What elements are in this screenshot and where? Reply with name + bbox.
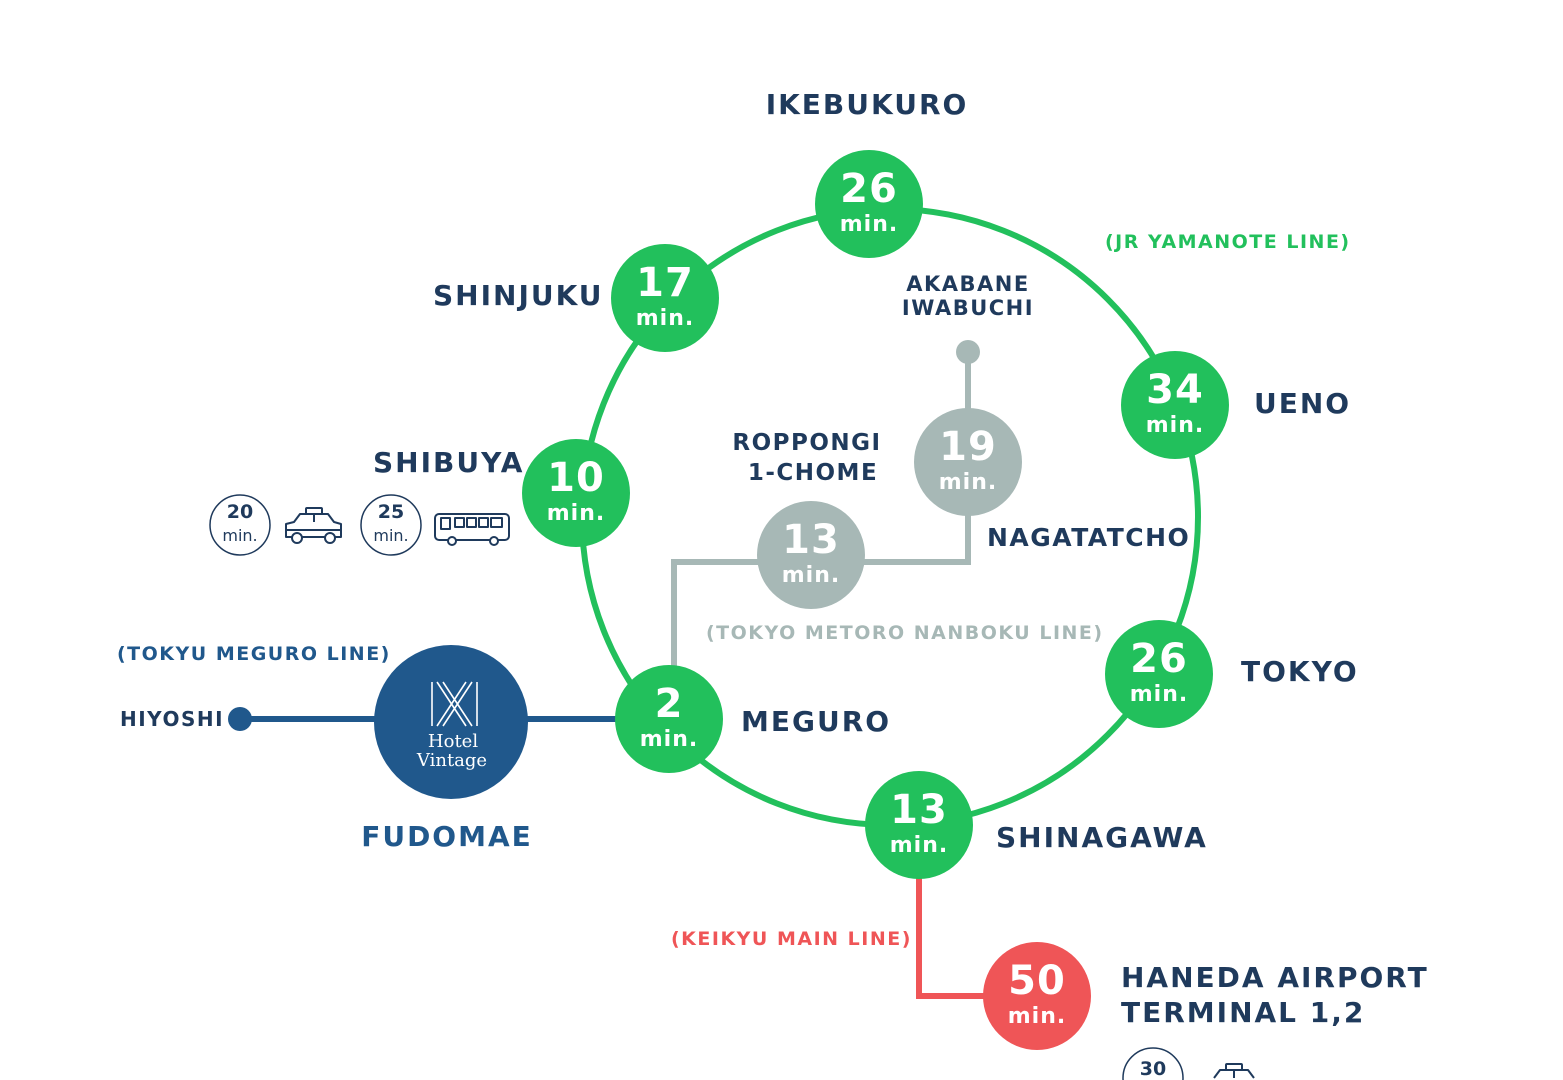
time-value-roppongi: 13 [782, 517, 840, 563]
time-value-nagatatcho: 19 [939, 424, 997, 470]
time-unit-shibuya: min. [547, 501, 605, 526]
shibuya-bus-time-badge: 25 min. [360, 494, 422, 556]
hotel-emblem-icon [431, 681, 478, 727]
station-label-roppongi-line1: ROPPONGI [732, 430, 881, 456]
time-unit-shinjuku: min. [636, 306, 694, 331]
station-roppongi[interactable]: 13 min. [757, 501, 865, 609]
time-badge-shinagawa [865, 771, 973, 879]
shibuya-bus-unit: min. [373, 526, 408, 545]
time-value-ueno: 34 [1146, 367, 1204, 413]
nanboku-line-label: (TOKYO METORO NANBOKU LINE) [706, 622, 1104, 644]
time-unit-ueno: min. [1146, 413, 1204, 438]
station-shibuya[interactable]: 10 min. [522, 439, 630, 547]
station-haneda[interactable]: 50 min. [983, 942, 1091, 1050]
time-unit-tokyo: min. [1130, 682, 1188, 707]
time-badge-meguro [615, 665, 723, 773]
time-value-shinagawa: 13 [890, 787, 948, 833]
bus-icon [434, 513, 510, 546]
station-label-ueno: UENO [1254, 387, 1351, 420]
hotel-name-line2: Vintage [416, 750, 487, 771]
taxi-icon [1213, 1063, 1255, 1079]
haneda-taxi-time: 30 [1140, 1058, 1166, 1080]
station-label-shinagawa: SHINAGAWA [996, 821, 1208, 854]
time-unit-roppongi: min. [782, 563, 840, 588]
time-badge-shibuya [522, 439, 630, 547]
time-badge-ueno [1121, 351, 1229, 459]
station-nagatatcho[interactable]: 19 min. [914, 408, 1022, 516]
time-value-tokyo: 26 [1130, 636, 1188, 682]
station-label-fudomae: FUDOMAE [361, 820, 533, 853]
station-label-meguro: MEGURO [741, 705, 891, 738]
haneda-taxi-time-badge: 30 [1122, 1047, 1184, 1080]
shibuya-bus-time: 25 [378, 501, 404, 523]
time-value-shibuya: 10 [547, 455, 605, 501]
station-label-akabane-line1: AKABANE [906, 272, 1029, 296]
station-label-shinjuku: SHINJUKU [433, 279, 604, 312]
time-unit-shinagawa: min. [890, 833, 948, 858]
time-value-haneda: 50 [1008, 958, 1066, 1004]
time-unit-haneda: min. [1008, 1004, 1066, 1029]
shibuya-taxi-time: 20 [227, 501, 253, 523]
hotel-vintage-logo[interactable]: Hotel Vintage [374, 645, 528, 799]
hiyoshi-terminus-dot [228, 707, 252, 731]
station-shinagawa[interactable]: 13 min. [865, 771, 973, 879]
station-label-shibuya: SHIBUYA [373, 446, 524, 479]
time-value-meguro: 2 [655, 681, 684, 727]
time-badge-haneda [983, 942, 1091, 1050]
keikyu-line-label: (KEIKYU MAIN LINE) [671, 928, 912, 950]
time-unit-nagatatcho: min. [939, 470, 997, 495]
akabane-terminus-dot [956, 340, 980, 364]
time-badge-ikebukuro [815, 150, 923, 258]
hotel-name-line1: Hotel [428, 731, 478, 752]
time-badge-tokyo [1105, 620, 1213, 728]
hotel-badge [374, 645, 528, 799]
station-label-hiyoshi: HIYOSHI [120, 707, 224, 731]
taxi-icon [285, 507, 342, 544]
time-badge-roppongi [757, 501, 865, 609]
station-label-haneda-line2: TERMINAL 1,2 [1121, 996, 1365, 1029]
time-value-ikebukuro: 26 [840, 166, 898, 212]
station-ueno[interactable]: 34 min. [1121, 351, 1229, 459]
time-badge-shinjuku [611, 244, 719, 352]
yamanote-line-label: (JR YAMANOTE LINE) [1105, 231, 1351, 253]
shibuya-taxi-unit: min. [222, 526, 257, 545]
station-label-roppongi-line2: 1-CHOME [748, 460, 878, 486]
time-unit-meguro: min. [640, 727, 698, 752]
station-ikebukuro[interactable]: 26 min. [815, 150, 923, 258]
keikyu-line [916, 870, 990, 999]
shibuya-taxi-time-badge: 20 min. [209, 494, 271, 556]
meguro-line-label: (TOKYU MEGURO LINE) [117, 643, 391, 665]
time-unit-ikebukuro: min. [840, 212, 898, 237]
station-meguro[interactable]: 2 min. [615, 665, 723, 773]
time-value-shinjuku: 17 [636, 260, 694, 306]
time-badge-nagatatcho [914, 408, 1022, 516]
station-label-nagatatcho: NAGATATCHO [987, 523, 1190, 552]
station-label-haneda-line1: HANEDA AIRPORT [1121, 961, 1429, 994]
station-shinjuku[interactable]: 17 min. [611, 244, 719, 352]
station-label-tokyo: TOKYO [1241, 655, 1359, 688]
station-label-ikebukuro: IKEBUKURO [766, 88, 969, 121]
station-label-akabane-line2: IWABUCHI [902, 296, 1034, 320]
station-tokyo[interactable]: 26 min. [1105, 620, 1213, 728]
